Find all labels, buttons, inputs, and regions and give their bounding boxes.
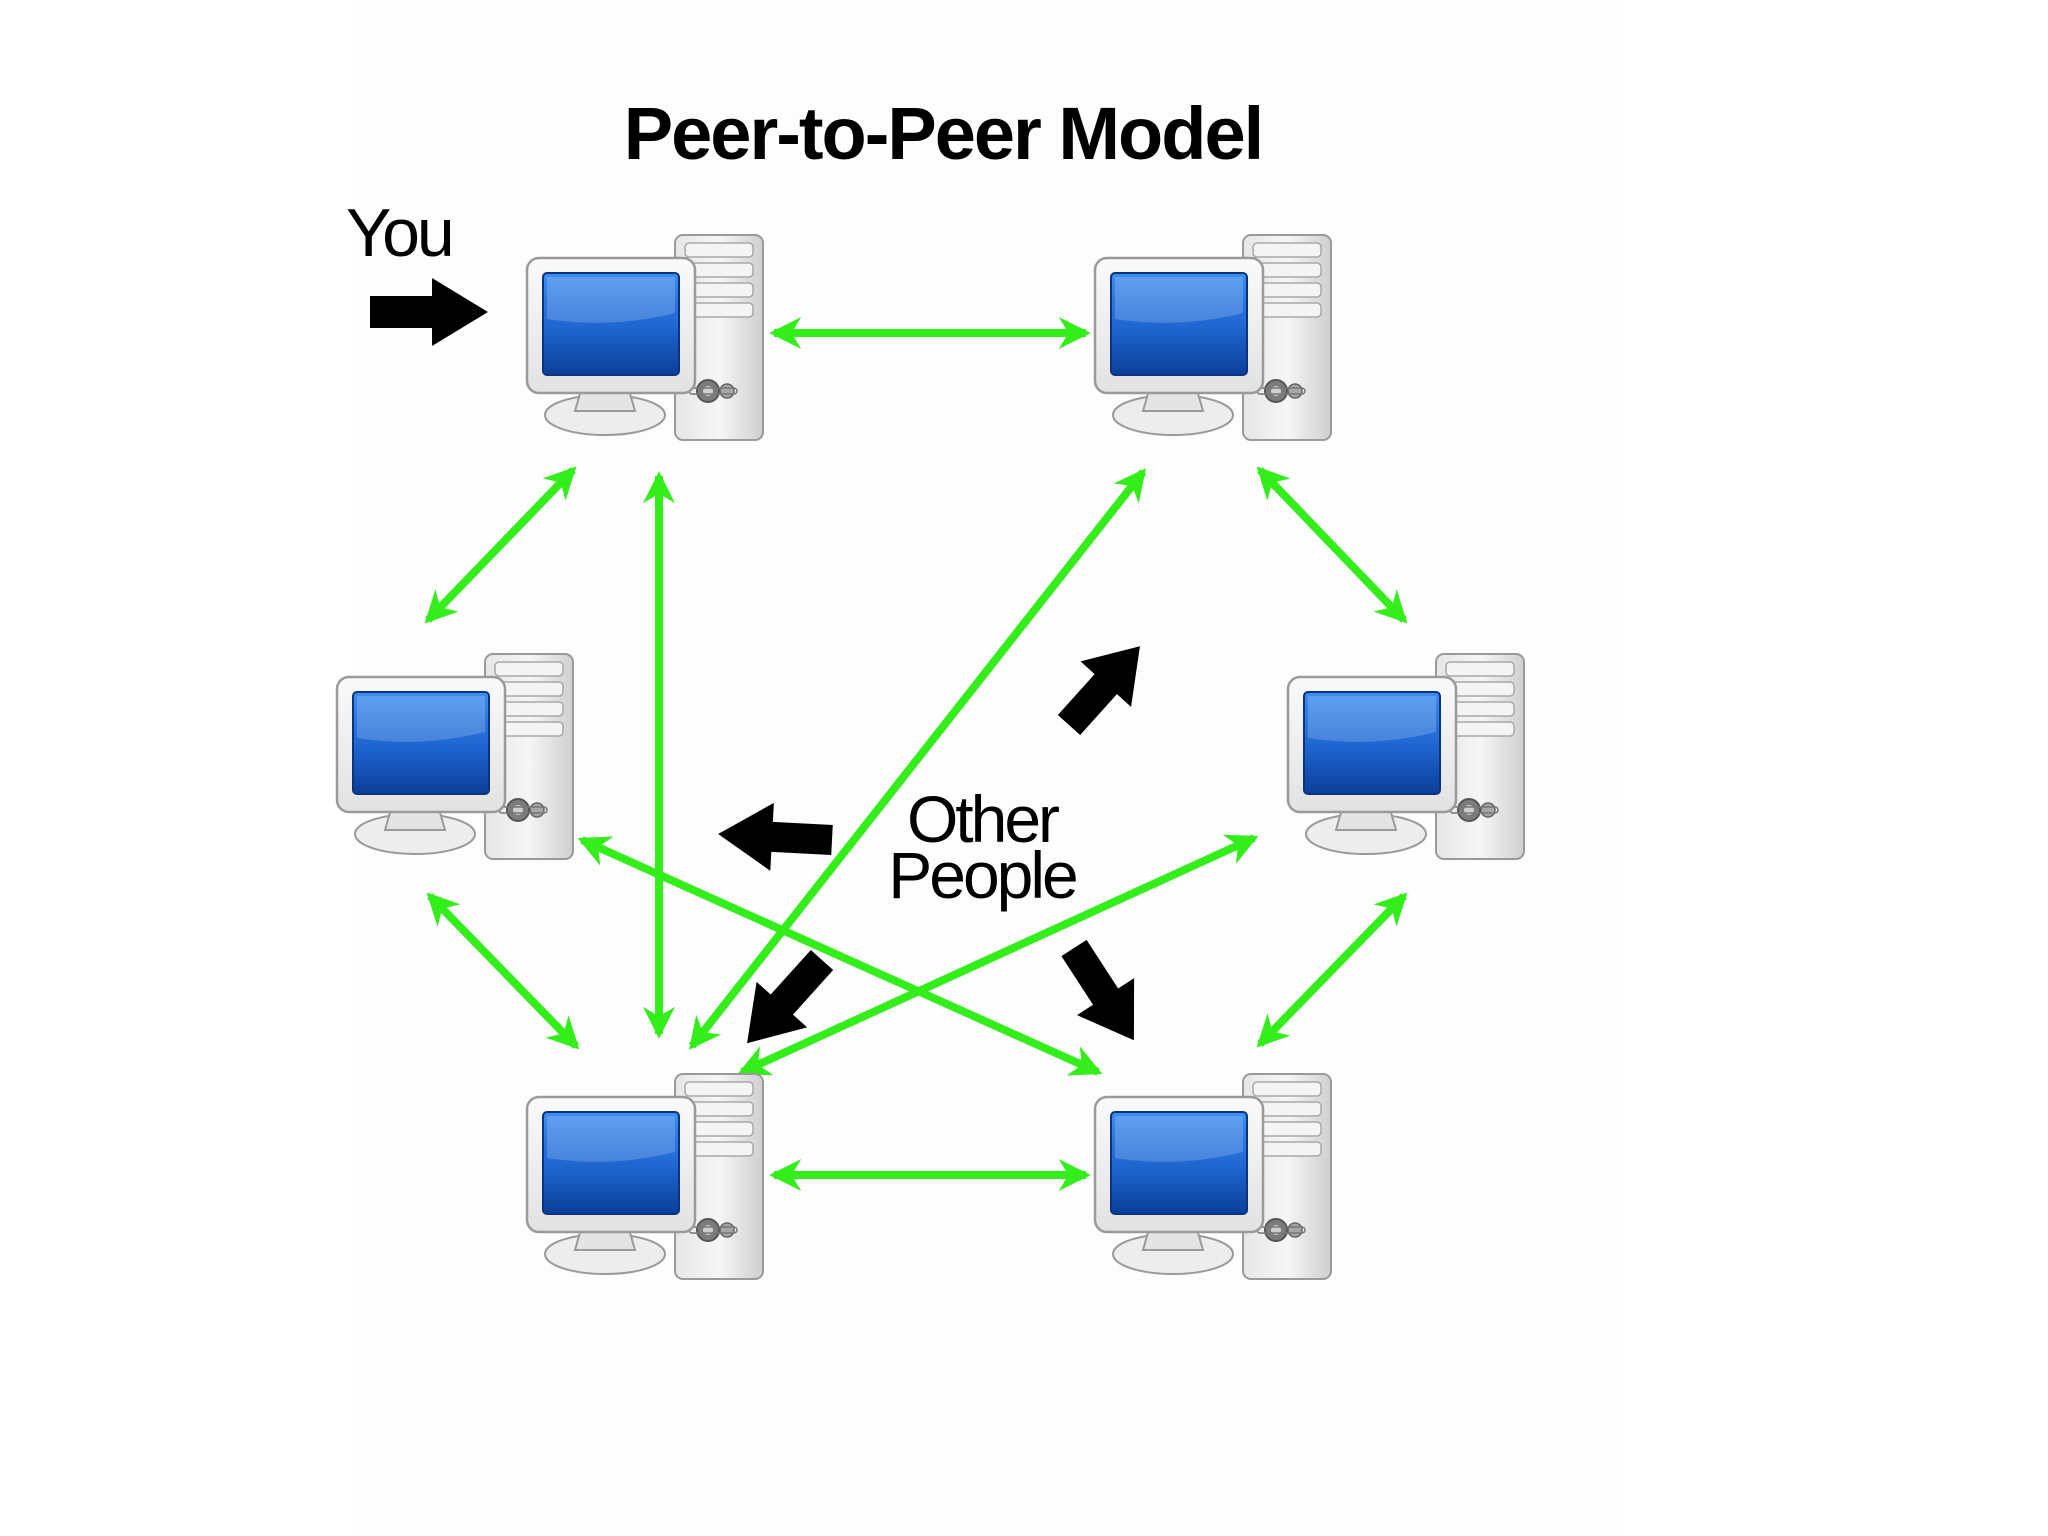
peer-bottom-right-computer-icon bbox=[1093, 1072, 1333, 1281]
pointer-up-right-arrow-icon bbox=[1057, 646, 1140, 736]
you-label: You bbox=[346, 195, 452, 271]
pointer-down-left-arrow-icon bbox=[747, 949, 834, 1044]
peer-top-right-computer-icon bbox=[1093, 233, 1333, 442]
peer-top-left-computer-icon bbox=[525, 233, 765, 442]
peer-connections bbox=[424, 317, 1408, 1191]
link-middle-left-to-bottom-left bbox=[426, 892, 580, 1050]
peer-bottom-left-computer-icon bbox=[525, 1072, 765, 1281]
other-people-label-line2: People bbox=[888, 838, 1076, 912]
other-people-pointers bbox=[718, 646, 1140, 1044]
link-top-right-to-middle-right bbox=[1256, 466, 1408, 624]
other-people-label-line1: Other bbox=[907, 782, 1059, 856]
pointer-down-right-arrow-icon bbox=[1061, 939, 1135, 1041]
diagram-title: Peer-to-Peer Model bbox=[624, 92, 1262, 175]
link-top-left-to-middle-left bbox=[424, 466, 577, 624]
pointer-left-arrow-icon bbox=[718, 802, 833, 871]
you-arrow-icon bbox=[370, 278, 488, 346]
peer-middle-left-computer-icon bbox=[335, 652, 575, 861]
link-middle-right-to-bottom-right bbox=[1256, 892, 1408, 1048]
link-middle-right-to-bottom-left bbox=[737, 834, 1259, 1076]
peer-middle-right-computer-icon bbox=[1286, 652, 1526, 861]
